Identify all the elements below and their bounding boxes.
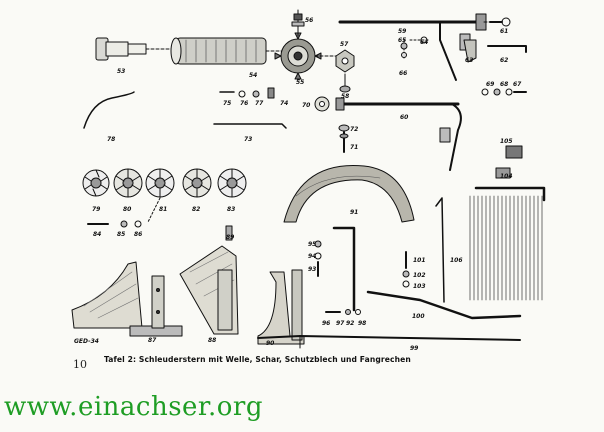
label-104: 104	[500, 173, 513, 180]
part-shaft-sleeve	[95, 37, 175, 61]
label-60: 60	[400, 114, 408, 121]
part-thin-rod	[213, 123, 287, 129]
label-54: 54	[249, 72, 257, 79]
label-82: 82	[192, 206, 200, 213]
part-rake	[435, 145, 546, 303]
part-star-hub	[274, 9, 337, 80]
label-106: 106	[450, 257, 463, 264]
label-65: 65	[398, 37, 406, 44]
label-103: 103	[413, 283, 426, 290]
label-83: 83	[227, 206, 235, 213]
label-92: 92	[346, 320, 354, 327]
part-eye-bolt	[489, 17, 511, 27]
part-l-bar	[314, 226, 361, 315]
label-69: 69	[486, 81, 494, 88]
label-72: 72	[350, 126, 358, 133]
label-87: 87	[148, 337, 157, 344]
label-63: 63	[465, 57, 473, 64]
part-nut-bolt	[335, 49, 355, 93]
label-89: 89	[226, 234, 234, 241]
part-bolt-washers-left	[87, 220, 142, 228]
part-small-hardware	[400, 36, 431, 61]
label-101: 101	[413, 257, 426, 264]
figure-caption: Tafel 2: Schleuderstern mit Welle, Schar…	[104, 355, 411, 364]
label-57: 57	[340, 41, 349, 48]
label-64: 64	[420, 39, 428, 46]
label-70: 70	[302, 102, 310, 109]
label-105: 105	[500, 138, 513, 145]
label-74: 74	[280, 100, 288, 107]
part-bracket	[463, 39, 477, 63]
label-99: 99	[410, 345, 418, 352]
label-78: 78	[107, 136, 115, 143]
part-plow-share-middle	[179, 225, 239, 335]
part-long-bent-rod	[257, 335, 521, 349]
label-85: 85	[117, 231, 125, 238]
label-80: 80	[123, 206, 131, 213]
part-bolt-washers-right	[402, 251, 410, 288]
label-88: 88	[208, 337, 216, 344]
label-59: 59	[398, 28, 406, 35]
label-73: 73	[244, 136, 252, 143]
label-76: 76	[240, 100, 248, 107]
part-washers-right	[481, 88, 527, 96]
part-curved-share	[257, 269, 305, 345]
part-number-labels: 53 54 55 56 57 58 59 60 61 62 63 64 65 6…	[74, 17, 522, 352]
label-86: 86	[134, 231, 142, 238]
part-angled-rod	[366, 290, 522, 320]
part-plow-share-left	[71, 261, 183, 337]
label-55: 55	[296, 79, 304, 86]
label-95: 95	[308, 241, 316, 248]
label-62: 62	[500, 57, 508, 64]
label-93: 93	[308, 266, 316, 273]
label-96: 96	[322, 320, 330, 327]
label-84: 84	[93, 231, 101, 238]
part-fender	[283, 164, 415, 223]
label-100: 100	[412, 313, 425, 320]
label-56: 56	[305, 17, 313, 24]
part-roller	[170, 37, 285, 65]
label-71: 71	[350, 144, 358, 151]
label-90: 90	[266, 340, 274, 347]
part-long-rod-lower	[335, 97, 462, 171]
label-68: 68	[500, 81, 508, 88]
label-53: 53	[117, 68, 125, 75]
drawing-code: GED-34	[74, 338, 99, 345]
part-small-row	[219, 87, 275, 99]
part-crank-rod	[487, 45, 527, 53]
label-67: 67	[513, 81, 522, 88]
label-58: 58	[341, 93, 349, 100]
label-79: 79	[92, 206, 100, 213]
label-97: 97	[336, 320, 345, 327]
label-75: 75	[223, 100, 231, 107]
label-102: 102	[413, 272, 426, 279]
website-watermark: www.einachser.org	[4, 392, 263, 422]
part-washer-bolts-mid	[314, 96, 350, 153]
part-star-discs	[82, 168, 247, 223]
label-81: 81	[159, 206, 167, 213]
label-77: 77	[255, 100, 264, 107]
part-curved-wire	[83, 91, 135, 129]
label-61: 61	[500, 28, 508, 35]
label-94: 94	[308, 253, 316, 260]
label-98: 98	[358, 320, 366, 327]
label-66: 66	[399, 70, 407, 77]
label-91: 91	[350, 209, 358, 216]
page-number: 10	[73, 358, 87, 371]
